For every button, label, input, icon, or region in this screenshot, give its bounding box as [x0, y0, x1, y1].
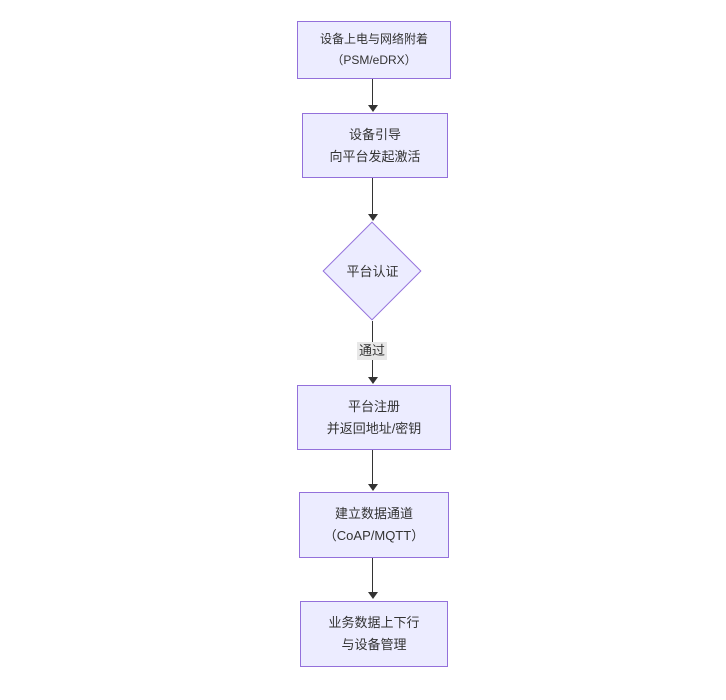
flow-edge-line: [372, 79, 373, 105]
node-text-line: 并返回地址/密钥: [326, 420, 422, 436]
node-text-line: 向平台发起激活: [329, 148, 421, 164]
edge-label-pass: 通过: [356, 342, 388, 360]
arrowhead-down-icon: [368, 377, 378, 384]
arrowhead-down-icon: [368, 105, 378, 112]
node-text-line: （CoAP/MQTT）: [323, 528, 425, 543]
flow-node-bootstrap: 设备引导 向平台发起激活: [302, 113, 448, 178]
arrowhead-down-icon: [368, 592, 378, 599]
node-text-line: 平台注册: [347, 398, 400, 414]
node-text-line: 设备引导: [348, 126, 401, 142]
flow-node-power-attach: 设备上电与网络附着 （PSM/eDRX）: [297, 21, 451, 79]
arrowhead-down-icon: [368, 484, 378, 491]
flow-edge-line: [372, 450, 373, 484]
flow-edge-line: [372, 558, 373, 592]
node-text-line: 业务数据上下行: [328, 615, 420, 630]
flow-node-data-channel: 建立数据通道 （CoAP/MQTT）: [299, 492, 449, 558]
flow-edge-line: [372, 178, 373, 214]
flow-node-register: 平台注册 并返回地址/密钥: [297, 385, 451, 450]
flow-node-business: 业务数据上下行 与设备管理: [300, 601, 448, 667]
node-text-line: 与设备管理: [341, 637, 407, 652]
arrowhead-down-icon: [368, 214, 378, 221]
node-text-line: 设备上电与网络附着: [319, 32, 428, 46]
node-text-line: （PSM/eDRX）: [331, 53, 417, 67]
flow-node-auth-decision-label: 平台认证: [346, 264, 399, 279]
node-text-line: 建立数据通道: [334, 506, 413, 521]
